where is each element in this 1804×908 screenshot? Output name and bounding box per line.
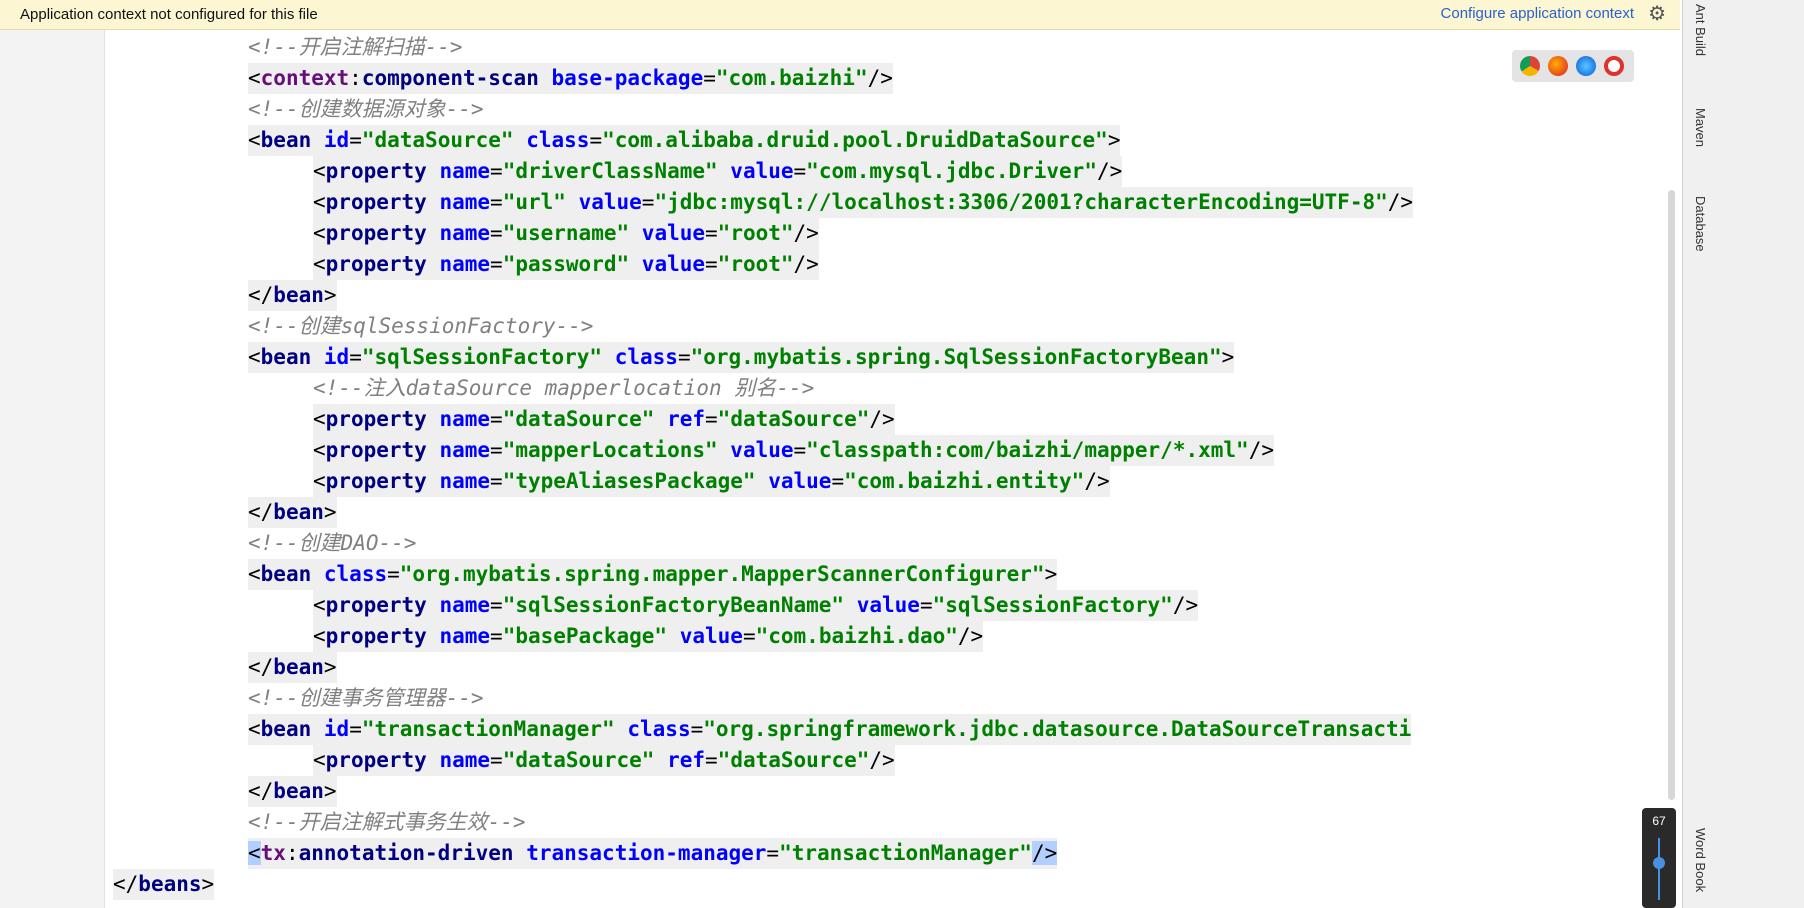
code-text: <context:component-scan base-package="co… — [248, 63, 893, 94]
zoom-track[interactable] — [1658, 838, 1660, 900]
gear-icon[interactable]: ⚙ — [1648, 3, 1666, 25]
code-text: <!--开启注解扫描--> — [248, 35, 463, 59]
code-text: <bean id="dataSource" class="com.alibaba… — [248, 125, 1121, 156]
configure-context-link[interactable]: Configure application context — [1440, 5, 1634, 22]
code-text: <property name="basePackage" value="com.… — [313, 621, 984, 652]
code-text: </bean> — [248, 280, 337, 311]
code-text: <!--创建DAO--> — [248, 531, 417, 555]
firefox-icon[interactable] — [1548, 56, 1568, 76]
code-line[interactable]: 22</bean> — [105, 497, 1667, 528]
code-line[interactable]: 24<bean class="org.mybatis.spring.mapper… — [105, 559, 1667, 590]
code-text: <property name="dataSource" ref="dataSou… — [313, 745, 895, 776]
code-line[interactable]: 23<!--创建DAO--> — [105, 528, 1667, 559]
code-line[interactable]: 34</beans> — [105, 869, 1667, 900]
code-line[interactable]: 29<bean id="transactionManager" class="o… — [105, 714, 1667, 745]
tool-word-book[interactable]: Word Book — [1693, 828, 1708, 893]
code-line[interactable]: 26<property name="basePackage" value="co… — [105, 621, 1667, 652]
code-text: <!--注入dataSource mapperlocation 别名--> — [313, 376, 815, 400]
code-line[interactable]: 11<property name="driverClassName" value… — [105, 156, 1667, 187]
code-line[interactable]: 14<property name="password" value="root"… — [105, 249, 1667, 280]
code-line[interactable]: 18<!--注入dataSource mapperlocation 别名--> — [105, 373, 1667, 404]
right-tool-strip — [1682, 0, 1804, 908]
code-line[interactable]: 20<property name="mapperLocations" value… — [105, 435, 1667, 466]
code-text: <!--开启注解式事务生效--> — [248, 810, 526, 834]
code-line[interactable]: 17<bean id="sqlSessionFactory" class="or… — [105, 342, 1667, 373]
tool-maven[interactable]: Maven — [1693, 108, 1708, 148]
code-line[interactable]: 33<tx:annotation-driven transaction-mana… — [105, 838, 1667, 869]
zoom-handle[interactable] — [1653, 857, 1665, 869]
code-text: <!--创建sqlSessionFactory--> — [248, 314, 594, 338]
code-line[interactable]: 16<!--创建sqlSessionFactory--> — [105, 311, 1667, 342]
code-text: <property name="dataSource" ref="dataSou… — [313, 404, 895, 435]
code-text: </bean> — [248, 776, 337, 807]
code-line[interactable]: 30<property name="dataSource" ref="dataS… — [105, 745, 1667, 776]
tool-database[interactable]: Database — [1693, 196, 1708, 252]
code-line[interactable]: 9<!--创建数据源对象--> — [105, 94, 1667, 125]
code-text: <property name="password" value="root"/> — [313, 249, 819, 280]
zoom-value: 67 — [1652, 814, 1666, 828]
code-text: <property name="sqlSessionFactoryBeanNam… — [313, 590, 1199, 621]
code-text: <property name="typeAliasesPackage" valu… — [313, 466, 1110, 497]
browser-preview-bar — [1512, 50, 1634, 82]
gutter-divider — [104, 30, 105, 908]
notification-bar: Application context not configured for t… — [0, 0, 1680, 30]
safari-icon[interactable] — [1576, 56, 1596, 76]
code-line[interactable]: 28<!--创建事务管理器--> — [105, 683, 1667, 714]
code-text: </beans> — [113, 869, 215, 900]
code-line[interactable]: 10<bean id="dataSource" class="com.aliba… — [105, 125, 1667, 156]
code-line[interactable]: 25<property name="sqlSessionFactoryBeanN… — [105, 590, 1667, 621]
code-text: <!--创建事务管理器--> — [248, 686, 484, 710]
code-line[interactable]: 31</bean> — [105, 776, 1667, 807]
code-line[interactable]: 21<property name="typeAliasesPackage" va… — [105, 466, 1667, 497]
code-line[interactable]: 19<property name="dataSource" ref="dataS… — [105, 404, 1667, 435]
vertical-scrollbar[interactable] — [1668, 190, 1675, 800]
chrome-icon[interactable] — [1520, 56, 1540, 76]
code-text: <bean id="sqlSessionFactory" class="org.… — [248, 342, 1235, 373]
code-line[interactable]: 12<property name="url" value="jdbc:mysql… — [105, 187, 1667, 218]
code-text: </bean> — [248, 497, 337, 528]
code-line[interactable]: 32<!--开启注解式事务生效--> — [105, 807, 1667, 838]
code-text: </bean> — [248, 652, 337, 683]
code-line[interactable]: 15</bean> — [105, 280, 1667, 311]
code-text: <!--创建数据源对象--> — [248, 97, 484, 121]
code-line[interactable]: 27</bean> — [105, 652, 1667, 683]
code-text: <tx:annotation-driven transaction-manage… — [248, 838, 1058, 869]
code-text: <property name="username" value="root"/> — [313, 218, 819, 249]
tool-ant-build[interactable]: Ant Build — [1693, 4, 1708, 57]
code-text: <bean id="transactionManager" class="org… — [248, 714, 1412, 745]
code-line[interactable]: 8<context:component-scan base-package="c… — [105, 63, 1667, 94]
code-text: <property name="driverClassName" value="… — [313, 156, 1123, 187]
code-text: <property name="mapperLocations" value="… — [313, 435, 1274, 466]
code-line[interactable]: 7<!--开启注解扫描--> — [105, 32, 1667, 63]
code-editor[interactable]: 7<!--开启注解扫描-->8<context:component-scan b… — [105, 30, 1667, 908]
zoom-slider[interactable]: 67 — [1642, 808, 1676, 908]
line-gutter — [0, 30, 104, 908]
notification-message: Application context not configured for t… — [20, 6, 318, 23]
code-text: <property name="url" value="jdbc:mysql:/… — [313, 187, 1414, 218]
code-text: <bean class="org.mybatis.spring.mapper.M… — [248, 559, 1058, 590]
code-line[interactable]: 13<property name="username" value="root"… — [105, 218, 1667, 249]
opera-icon[interactable] — [1604, 56, 1624, 76]
